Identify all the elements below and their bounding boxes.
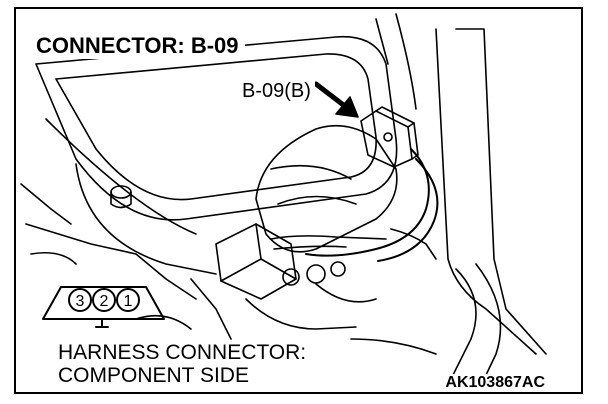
harness-caption: HARNESS CONNECTOR: COMPONENT SIDE [56, 341, 313, 387]
harness-connector-face [42, 286, 165, 328]
connector-title: CONNECTOR: B-09 [34, 33, 245, 59]
harness-caption-line-2: COMPONENT SIDE [58, 364, 249, 387]
pointer-arrow [313, 81, 349, 110]
target-connector [360, 110, 413, 168]
right-panel [455, 28, 547, 355]
pin-3-label: 3 [76, 293, 85, 310]
sensor-body [255, 124, 398, 253]
pin-2-label: 2 [100, 293, 109, 310]
pin-1-circle [116, 288, 140, 312]
harness-caption-line-1: HARNESS CONNECTOR: [58, 341, 307, 364]
diagram-frame: 3 2 1 CONNECTOR: B-09 B-09(B) HARNESS CO… [14, 7, 583, 394]
pin-3-circle [68, 288, 92, 312]
connector-callout: B-09(B) [238, 79, 315, 103]
figure-code: AK103867AC [443, 374, 547, 392]
harness-cable [305, 148, 430, 257]
tank-outline [35, 35, 398, 221]
tank-inner-edge [55, 53, 377, 201]
pin-circles [68, 288, 140, 312]
pin-2-circle [92, 288, 116, 312]
engine-bay-illustration: 3 2 1 [20, 13, 547, 392]
pin-1-label: 1 [124, 293, 133, 310]
